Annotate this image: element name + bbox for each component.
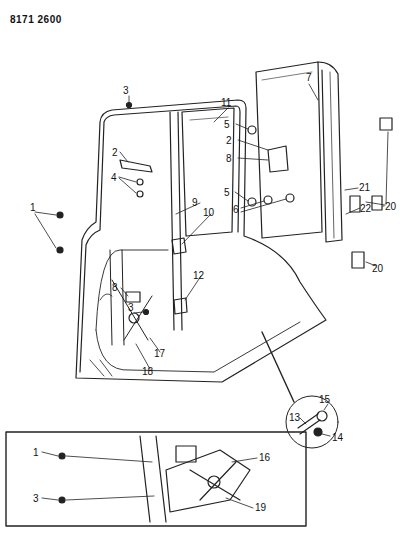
retainer (352, 252, 364, 268)
callout-number: 21 (359, 183, 370, 193)
callout-number: 20 (372, 264, 383, 274)
callout-number: 2 (112, 148, 118, 158)
clip (248, 126, 256, 134)
callout-number: 5 (224, 120, 230, 130)
callout-number: 4 (111, 173, 117, 183)
glass-channel (318, 62, 342, 242)
leader-line (235, 84, 388, 266)
callout-number: 22 (360, 204, 371, 214)
detail-pointer (262, 332, 294, 402)
callout-number: 10 (203, 208, 214, 218)
inset-regulator (166, 450, 250, 512)
callout-number: 5 (224, 188, 230, 198)
glass-bracket (120, 160, 152, 172)
glass-bracket (268, 146, 288, 172)
callout-number: 19 (255, 503, 266, 513)
regulator-pivot (129, 313, 139, 323)
callout-number: 3 (33, 494, 39, 504)
callout-number: 15 (319, 395, 330, 405)
screw (144, 310, 149, 315)
glass-highlight (190, 117, 228, 120)
inset-bracket (176, 446, 196, 462)
callout-number: 6 (233, 205, 239, 215)
callout-number: 20 (385, 202, 396, 212)
channel-bracket (172, 238, 186, 254)
inset-door-edge (140, 436, 166, 522)
regulator-cable (100, 294, 112, 300)
regulator-arms (112, 280, 152, 340)
door-inner-panel (96, 250, 300, 372)
leader-line (300, 404, 330, 436)
leader-line (42, 452, 257, 508)
channel-bracket-lower (174, 298, 187, 314)
screw (59, 453, 65, 459)
division-channel (170, 112, 182, 330)
glass-clip (137, 191, 143, 197)
figure-code: 8171 2600 (10, 15, 62, 25)
glass-highlight (262, 72, 312, 80)
callout-number: 14 (332, 433, 343, 443)
regulator-track (110, 250, 124, 345)
regulator-bracket (126, 292, 140, 302)
screw (57, 212, 63, 218)
leader-line (35, 96, 228, 369)
callout-number: 3 (123, 86, 129, 96)
screw (127, 103, 132, 108)
callout-number: 13 (289, 413, 300, 423)
channel-rib (330, 72, 334, 238)
detail-washer (317, 411, 327, 421)
callout-number: 8 (226, 154, 232, 164)
callout-number: 8 (112, 283, 118, 293)
retainer (350, 196, 360, 212)
glass-clip (137, 179, 143, 185)
inset-frame (6, 432, 306, 526)
screw (57, 247, 63, 253)
door-glass (182, 108, 234, 236)
door-sill-detail (90, 360, 112, 376)
callout-number: 7 (306, 73, 312, 83)
callout-number: 17 (154, 349, 165, 359)
quarter-glass (256, 62, 322, 238)
retainer (380, 118, 392, 130)
detail-circle (286, 396, 338, 448)
callout-number: 1 (33, 448, 39, 458)
door-inner-line (80, 106, 240, 372)
callout-number: 2 (226, 136, 232, 146)
screw (59, 497, 65, 503)
detail-nut (314, 428, 322, 436)
inset-pivot (208, 476, 220, 488)
callout-number: 3 (128, 303, 134, 313)
callout-number: 12 (193, 271, 204, 281)
callout-number: 1 (30, 203, 36, 213)
clip (264, 196, 272, 204)
callout-number: 18 (142, 367, 153, 377)
callout-number: 11 (221, 98, 231, 108)
callout-number: 9 (192, 198, 198, 208)
door-outline (76, 100, 326, 382)
callout-number: 16 (259, 453, 270, 463)
clip (286, 194, 294, 202)
inset-regulator-arms (190, 462, 240, 500)
